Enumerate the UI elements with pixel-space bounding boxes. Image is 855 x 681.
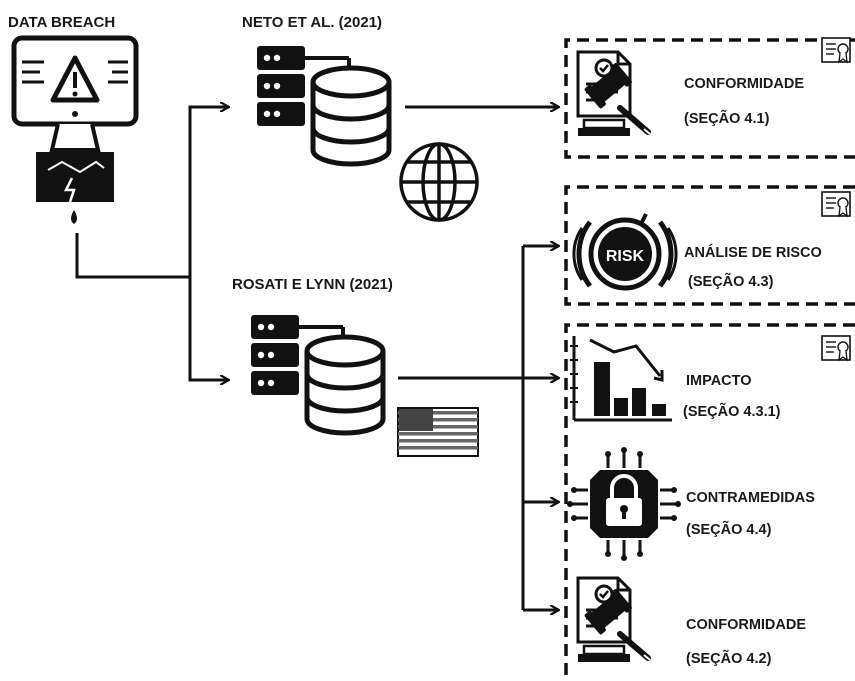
globe-icon	[399, 142, 479, 222]
box-analise-risco	[564, 185, 855, 306]
legal-document-gavel-icon	[578, 52, 650, 136]
box-conformidade-41	[564, 38, 855, 159]
us-flag-icon	[397, 407, 479, 457]
risk-dial-icon: RISK	[572, 213, 678, 291]
risk-badge-text: RISK	[606, 248, 645, 265]
label-data-breach: DATA BREACH	[8, 14, 116, 31]
legal-document-gavel-icon	[578, 578, 650, 662]
label-conformidade-41-section: (SEÇÃO 4.1)	[684, 111, 770, 127]
label-conformidade-42-section: (SEÇÃO 4.2)	[686, 651, 772, 667]
label-contramedidas-title: CONTRAMEDIDAS	[686, 490, 815, 506]
label-rosati: ROSATI E LYNN (2021)	[232, 276, 393, 293]
certificate-icon	[821, 37, 851, 63]
chip-padlock-icon	[567, 447, 681, 561]
label-contramedidas-section: (SEÇÃO 4.4)	[686, 522, 772, 538]
connectors	[75, 107, 558, 610]
label-conformidade-41-title: CONFORMIDADE	[684, 76, 805, 92]
label-analise-risco-title: ANÁLISE DE RISCO	[684, 245, 822, 261]
label-neto: NETO ET AL. (2021)	[242, 14, 383, 31]
label-impacto-title: IMPACTO	[686, 373, 752, 389]
box-lower-group	[564, 323, 855, 681]
declining-bar-chart-icon	[570, 336, 672, 422]
database-server-icon	[257, 46, 389, 164]
dashed-boxes	[564, 38, 855, 681]
certificate-icon	[821, 335, 851, 361]
connector-to-neto	[188, 107, 228, 277]
label-impacto-section: (SEÇÃO 4.3.1)	[683, 404, 781, 420]
certificate-icon	[821, 191, 851, 217]
connector-breach-trunk	[75, 233, 190, 279]
label-conformidade-42-title: CONFORMIDADE	[686, 617, 807, 633]
database-server-icon	[251, 315, 383, 433]
label-analise-risco-section: (SEÇÃO 4.3)	[688, 274, 774, 290]
connector-to-rosati	[188, 277, 228, 380]
broken-monitor-alert-icon	[11, 35, 139, 224]
